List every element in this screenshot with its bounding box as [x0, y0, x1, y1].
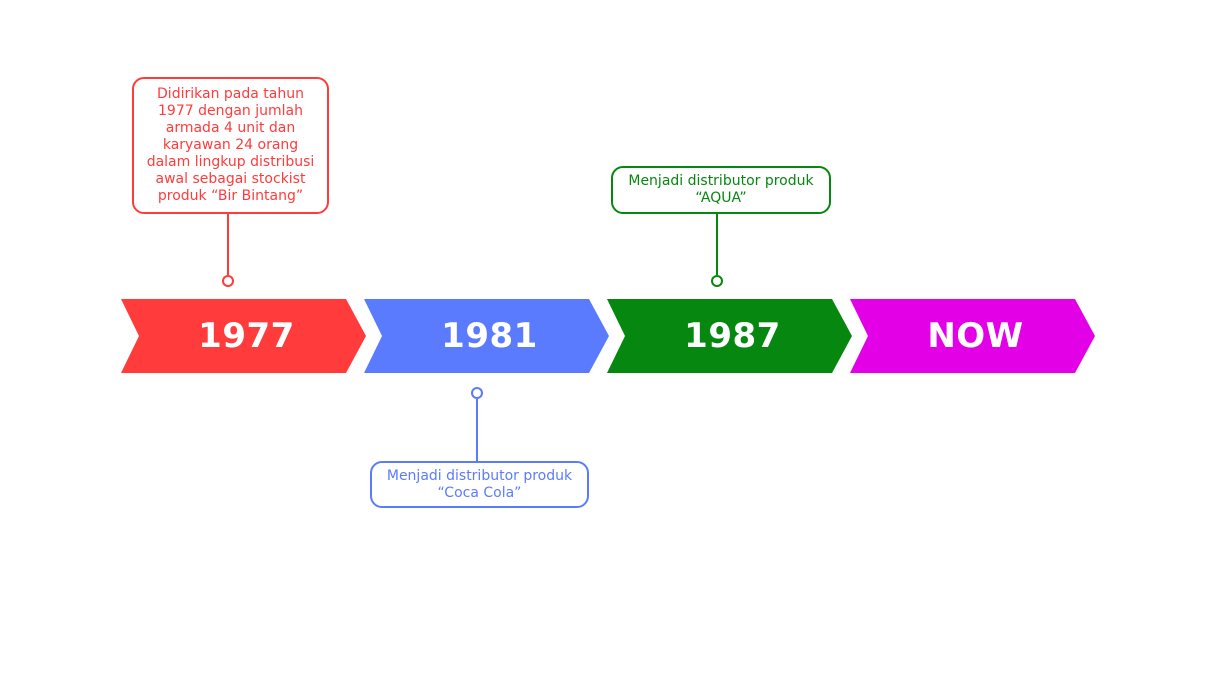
connector-line [476, 399, 478, 461]
chevron-shape [121, 299, 366, 373]
timeline-step-1981: 1981 [364, 299, 609, 373]
connector-line [227, 214, 229, 275]
connector-dot [471, 387, 483, 399]
timeline-step-1977: 1977 [121, 299, 366, 373]
step-label: 1981 [441, 316, 538, 356]
step-label: NOW [927, 316, 1024, 356]
connector-line [716, 214, 718, 275]
connector-dot [222, 275, 234, 287]
step-label: 1977 [198, 316, 295, 356]
step-label: 1987 [684, 316, 781, 356]
chevron-shape [607, 299, 852, 373]
note-1987: Menjadi distributor produk “AQUA” [611, 166, 831, 214]
timeline-step-now: NOW [850, 299, 1095, 373]
note-1977: Didirikan pada tahun 1977 dengan jumlah … [132, 77, 329, 214]
chevron-shape [364, 299, 609, 373]
connector-dot [711, 275, 723, 287]
chevron-shape [850, 299, 1095, 373]
timeline-step-1987: 1987 [607, 299, 852, 373]
note-1981: Menjadi distributor produk “Coca Cola” [370, 461, 589, 508]
